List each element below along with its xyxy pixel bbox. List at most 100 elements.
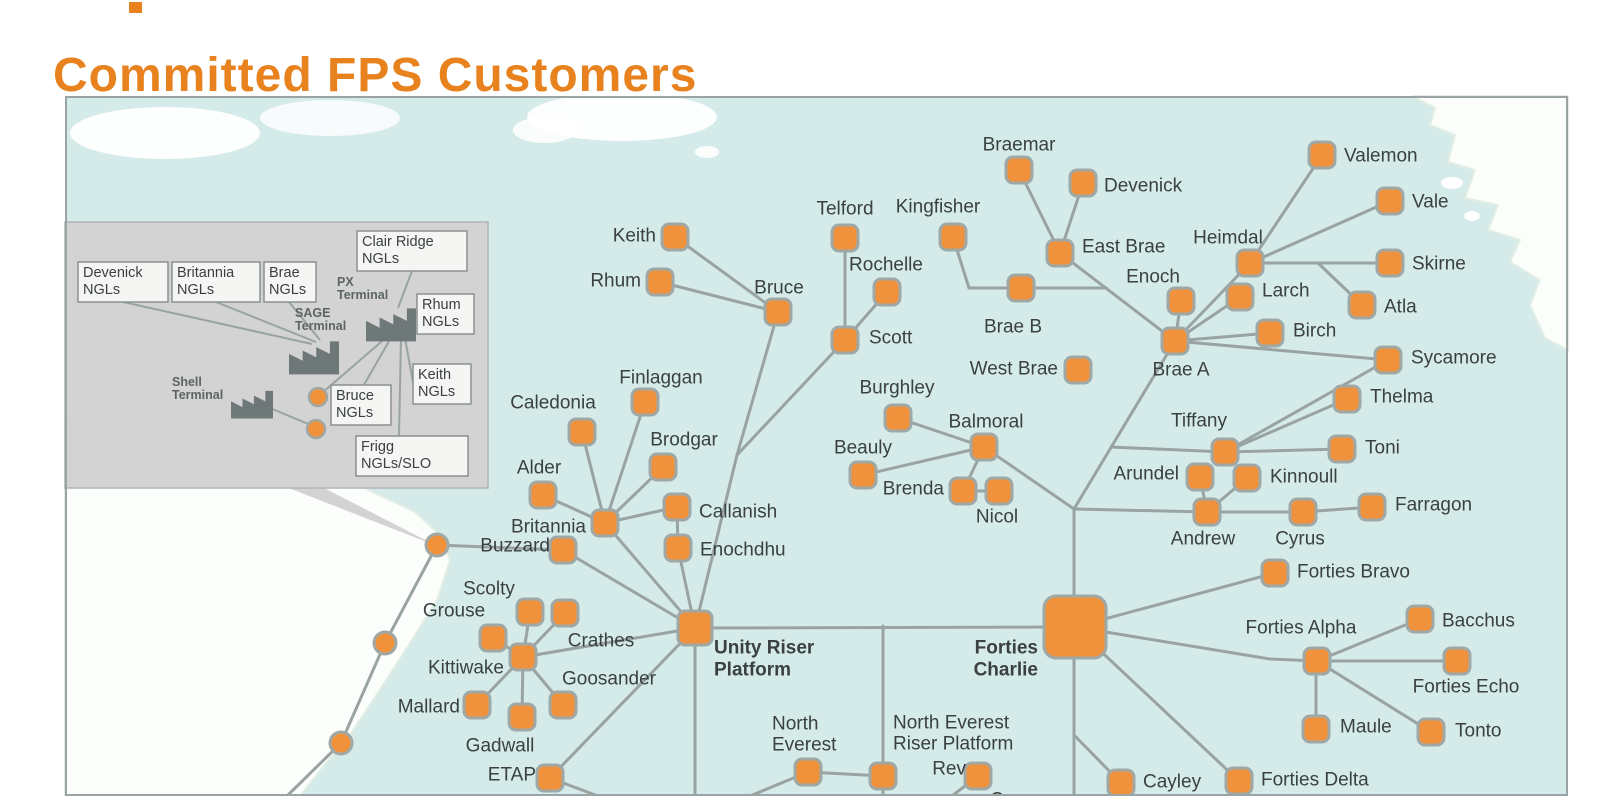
frigg-ngls-slo-box-label: NGLs/SLO (361, 456, 431, 472)
pipeline-edge (1072, 339, 1177, 511)
field-label-brodgar: Brodgar (650, 430, 718, 451)
field-label-enochdhu: Enochdhu (700, 540, 786, 561)
field-node-vale (1375, 186, 1405, 216)
pipeline-edge (1058, 251, 1177, 343)
pipeline-edge (1248, 153, 1324, 265)
field-label-keith: Keith (613, 226, 656, 247)
field-node-scolty (515, 597, 545, 627)
field-node-arundel (1185, 462, 1215, 492)
britannia-ngls-box-label: Britannia (177, 265, 235, 281)
px-terminal-label: Terminal (337, 288, 388, 302)
field-label-ne-riser-2: Riser Platform (893, 734, 1013, 755)
field-node-north-everest (793, 757, 823, 787)
field-label-finlaggan: Finlaggan (619, 368, 702, 389)
field-label-rev: Rev (932, 759, 966, 780)
logo-mark (129, 2, 142, 13)
inset-connector-line (122, 301, 313, 345)
field-label-devenick: Devenick (1104, 176, 1183, 197)
field-label-andrew: Andrew (1171, 529, 1236, 550)
field-label-enoch: Enoch (1126, 267, 1180, 288)
field-label-north-everest-1: North (772, 714, 818, 735)
field-node-rochelle (872, 277, 902, 307)
field-node-scott (830, 325, 860, 355)
field-label-rochelle: Rochelle (849, 255, 923, 276)
field-node-bruce (763, 297, 793, 327)
field-node-heimdal (1235, 248, 1265, 278)
field-label-gadwall: Gadwall (466, 736, 535, 757)
field-label-atla: Atla (1384, 297, 1417, 318)
frigg-ngls-slo-box (355, 435, 469, 477)
field-node-enoch (1166, 286, 1196, 316)
inset-terminal-circle (305, 418, 327, 440)
shetland-island (513, 117, 577, 143)
field-label-bruce: Bruce (754, 278, 804, 299)
field-node-balmoral (969, 432, 999, 462)
field-node-brae-b (1006, 273, 1036, 303)
field-node-farragon (1357, 492, 1387, 522)
inset-callout-tail (286, 487, 437, 546)
field-node-callanish (662, 492, 692, 522)
field-label-telford: Telford (816, 199, 873, 220)
pipeline-edge (735, 338, 847, 457)
pipeline-edge (1073, 625, 1319, 663)
pipeline-edge (1248, 199, 1392, 265)
field-node-bacchus (1405, 604, 1435, 634)
frigg-ngls-slo-box-label: Frigg (361, 439, 394, 455)
inset-connector-line (360, 335, 393, 391)
field-node-brenda (948, 476, 978, 506)
pipeline-edge (861, 445, 986, 477)
field-node-forties-echo (1442, 646, 1472, 676)
britannia-ngls-box (171, 261, 261, 303)
field-node-caledonia (567, 417, 597, 447)
field-node-keith (660, 222, 690, 252)
pipeline-edge (1109, 445, 1227, 454)
pipeline-edge (603, 400, 647, 525)
cloud-blob (70, 107, 260, 159)
sage-terminal-factory-icon (289, 341, 339, 375)
field-label-unity-1: Unity Riser (714, 638, 815, 659)
field-label-balmoral: Balmoral (949, 412, 1024, 433)
britannia-ngls-box-label: NGLs (177, 282, 214, 298)
field-node-thelma (1332, 384, 1362, 414)
sage-terminal-label: Terminal (295, 319, 346, 333)
coast-node-3 (328, 730, 354, 756)
field-label-sycamore: Sycamore (1411, 348, 1497, 369)
brae-ngls-box (263, 261, 317, 303)
field-node-britannia (590, 508, 620, 538)
field-label-brae-a: Brae A (1152, 360, 1209, 381)
field-label-braemar: Braemar (983, 135, 1057, 156)
small-island (1464, 211, 1480, 221)
field-label-tiffany: Tiffany (1171, 411, 1227, 432)
field-label-brae-b: Brae B (984, 317, 1042, 338)
field-node-brodgar (648, 452, 678, 482)
field-node-grouse (478, 623, 508, 653)
field-node-crathes (550, 598, 580, 628)
field-label-cyrus: Cyrus (1275, 529, 1325, 550)
field-node-kinnoull (1232, 463, 1262, 493)
field-node-brae-a (1160, 326, 1190, 356)
field-label-goosander: Goosander (562, 669, 657, 690)
devenick-ngls-box (77, 261, 169, 303)
field-node-atla (1347, 290, 1377, 320)
field-node-sycamore (1373, 345, 1403, 375)
small-island (695, 146, 719, 158)
pipeline-edge (1315, 659, 1433, 734)
brae-ngls-box-label: Brae (269, 265, 300, 281)
pipeline-edge (693, 625, 1077, 630)
clair-ridge-ngls-box-label: Clair Ridge (362, 234, 434, 250)
field-node-enochdhu (663, 533, 693, 563)
field-node-buzzard (548, 535, 578, 565)
field-node-tonto (1416, 717, 1446, 747)
field-label-birch: Birch (1293, 321, 1336, 342)
field-label-cayley: Cayley (1143, 772, 1202, 793)
field-label-heimdal: Heimdal (1193, 228, 1263, 249)
field-label-larch: Larch (1262, 281, 1310, 302)
pipeline-edge (521, 626, 697, 659)
field-node-cayley (1106, 768, 1136, 796)
pipeline-edge (561, 548, 697, 630)
keith-ngls-box-label: Keith (418, 367, 451, 383)
field-node-goosander (548, 690, 578, 720)
field-label-scolty: Scolty (463, 579, 515, 600)
